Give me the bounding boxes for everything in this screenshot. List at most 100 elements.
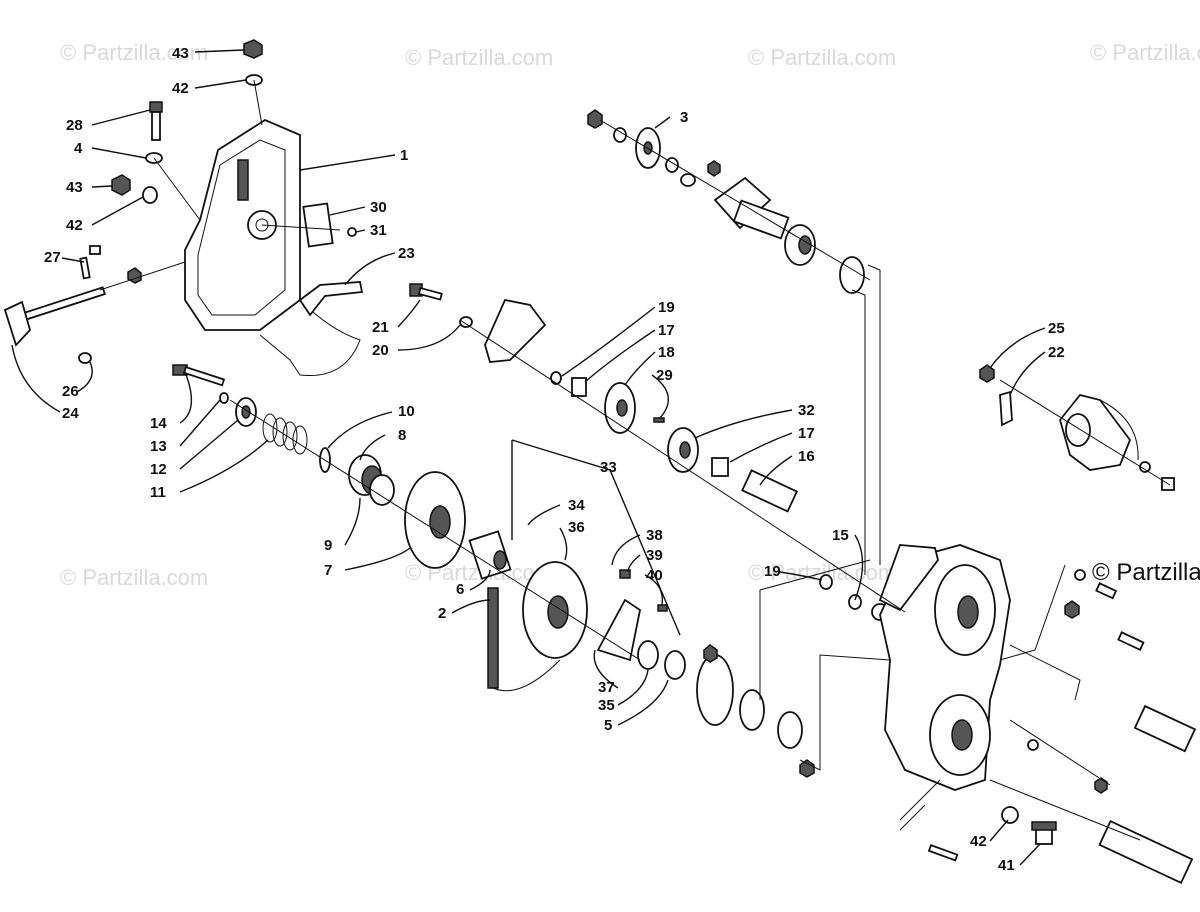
pinion-6	[468, 530, 512, 580]
bearing-8	[348, 454, 395, 506]
callout-24: 24	[62, 405, 79, 422]
lever-arm	[484, 298, 547, 363]
callout-36: 36	[568, 519, 585, 536]
callout-30: 30	[370, 199, 387, 216]
bolt-long	[927, 844, 959, 862]
screw-40	[657, 604, 668, 612]
nut-small	[587, 109, 603, 129]
clip-26	[78, 352, 92, 364]
bolt-28	[149, 101, 163, 141]
callout-16: 16	[798, 448, 815, 465]
callout-42: 42	[970, 833, 987, 850]
washer	[848, 594, 862, 610]
brake-disc-37	[596, 598, 642, 662]
bolt-21	[409, 283, 443, 301]
nut	[799, 759, 815, 778]
callout-4: 4	[74, 140, 83, 157]
callout-22: 22	[1048, 344, 1065, 361]
nut	[1094, 777, 1108, 794]
callout-9: 9	[324, 537, 332, 554]
callout-2: 2	[438, 605, 446, 622]
callout-23: 23	[398, 245, 415, 262]
callout-26: 26	[62, 383, 79, 400]
callout-17: 17	[798, 425, 815, 442]
callout-43: 43	[66, 179, 83, 196]
washer-42	[1001, 806, 1019, 824]
gear-case-housing	[879, 544, 1011, 791]
callout-42: 42	[172, 80, 189, 97]
collar-35	[637, 640, 659, 670]
spacer-17	[571, 377, 587, 397]
callout-43: 43	[172, 45, 189, 62]
pin-27	[79, 256, 91, 280]
callout-25: 25	[1048, 320, 1065, 337]
nut-43	[111, 174, 131, 196]
set-screw-39	[619, 569, 631, 579]
callout-12: 12	[150, 461, 167, 478]
bearing-housing	[713, 176, 790, 240]
watermark: © Partzilla.com	[1090, 40, 1200, 65]
bolt-stub	[89, 245, 101, 255]
input-shaft	[1133, 704, 1197, 753]
o-ring	[777, 711, 803, 749]
case-bracket	[878, 544, 939, 612]
bearing	[739, 689, 765, 731]
callout-13: 13	[150, 438, 167, 455]
bolt	[1095, 582, 1118, 600]
callout-34: 34	[568, 497, 585, 514]
callout-40: 40	[646, 567, 663, 584]
chaincase-cover	[184, 118, 361, 377]
callout-31: 31	[370, 222, 387, 239]
callout-38: 38	[646, 527, 663, 544]
callout-5: 5	[604, 717, 612, 734]
callout-41: 41	[998, 857, 1015, 874]
sprocket-7	[404, 471, 466, 569]
washer-42	[142, 186, 158, 204]
washer-5	[664, 650, 686, 680]
bracket-22	[999, 390, 1013, 427]
callout-1: 1	[400, 147, 408, 164]
screw-31	[347, 227, 357, 237]
washer	[665, 157, 679, 173]
callout-21: 21	[372, 319, 389, 336]
o-ring	[839, 256, 865, 294]
shaft-24	[3, 286, 106, 347]
spacer-17	[711, 457, 729, 477]
callout-labels: 43 42 2 8 4 43 42 1 30 31 23 27 26 24 3 1…	[44, 45, 1065, 874]
watermark: © Partzilla.com	[60, 40, 208, 65]
washer-20	[459, 316, 473, 328]
callout-39: 39	[646, 547, 663, 564]
spring-11	[262, 413, 308, 455]
cover-nut-43	[243, 39, 263, 59]
callout-19: 19	[658, 299, 675, 316]
leader-lines	[11, 49, 1046, 866]
callout-3: 3	[680, 109, 688, 126]
watermark: © Partzilla.com	[60, 565, 208, 590]
callout-42: 42	[66, 217, 83, 234]
bracket-23	[298, 281, 364, 317]
bolt-14	[172, 364, 226, 387]
nut-small	[707, 160, 721, 177]
sprocket-32	[667, 427, 699, 473]
callout-8: 8	[398, 427, 406, 444]
callout-10: 10	[398, 403, 415, 420]
nut-25	[979, 364, 995, 383]
key-29	[653, 417, 665, 423]
callout-19: 19	[764, 563, 781, 580]
callout-29: 29	[656, 367, 673, 384]
callout-33: 33	[600, 459, 617, 476]
callout-18: 18	[658, 344, 675, 361]
chain-guard	[1059, 393, 1139, 471]
shaft-16	[741, 469, 799, 513]
group-33-bracket	[511, 439, 681, 636]
washer-19	[819, 574, 833, 590]
driven-sprocket-36	[522, 561, 588, 659]
washer	[613, 127, 627, 143]
washer	[1074, 569, 1086, 581]
washer	[1027, 739, 1039, 751]
nut-small	[127, 267, 142, 284]
callout-7: 7	[324, 562, 332, 579]
callout-20: 20	[372, 342, 389, 359]
callout-27: 27	[44, 249, 61, 266]
